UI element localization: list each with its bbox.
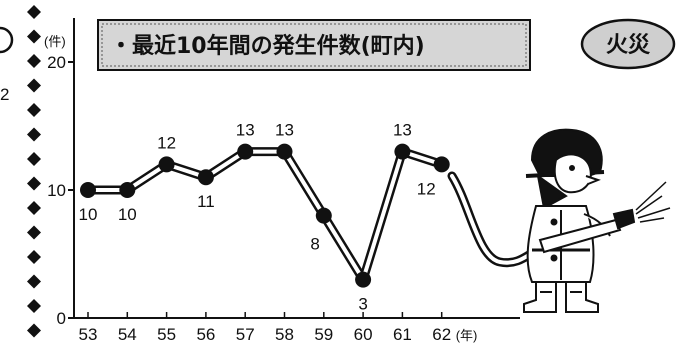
x-tick-label: 54 (118, 325, 137, 344)
data-point (394, 143, 411, 160)
data-point (433, 156, 450, 173)
data-point (237, 143, 254, 160)
diamond-marker-icon (27, 250, 41, 264)
x-tick-label: 62 (432, 325, 451, 344)
left-margin-decor: 2 (0, 26, 14, 104)
data-point (276, 143, 293, 160)
diamond-marker-icon (27, 103, 41, 117)
y-tick-label: 10 (47, 181, 66, 200)
data-label: 12 (157, 133, 176, 152)
x-tick-label: 56 (196, 325, 215, 344)
x-tick-label: 53 (79, 325, 98, 344)
title-banner: ・最近10年間の発生件数(町内) (97, 19, 531, 71)
x-tick-label: 57 (236, 325, 255, 344)
fire-badge: 火災 (580, 18, 676, 70)
data-point (158, 156, 175, 173)
series-line-group (88, 147, 444, 285)
x-tick-label: 55 (157, 325, 176, 344)
data-label: 13 (393, 121, 412, 140)
y-tick-label: 0 (57, 309, 66, 328)
y-axis-unit: (件) (44, 34, 66, 49)
title-box-inner (101, 23, 527, 67)
x-tick-label: 59 (314, 325, 333, 344)
data-label: 11 (197, 192, 215, 211)
data-point (197, 169, 214, 186)
data-label: 12 (417, 179, 436, 198)
axes: (件) (44, 18, 520, 319)
margin-mark-mid: 2 (0, 85, 9, 104)
data-point (315, 207, 332, 224)
diamond-border (27, 5, 41, 338)
x-ticks: 53 54 55 56 57 58 59 60 61 62 (年) (79, 312, 478, 344)
data-label: 13 (236, 121, 255, 140)
diamond-marker-icon (27, 29, 41, 44)
diamond-marker-icon (27, 78, 41, 93)
title-box (97, 19, 531, 71)
diamond-marker-icon (27, 127, 41, 142)
diamond-marker-icon (27, 152, 41, 166)
badge-oval (580, 18, 676, 70)
data-point (80, 182, 96, 198)
data-label: 10 (79, 205, 98, 224)
data-point (119, 182, 136, 198)
x-tick-label: 58 (275, 325, 294, 344)
chart-title: ・最近10年間の発生件数(町内) (110, 33, 425, 59)
diamond-marker-icon (27, 225, 41, 240)
cropped-circle-decor (0, 26, 14, 54)
diamond-marker-icon (27, 274, 41, 289)
y-ticks: 0 10 20 (47, 53, 74, 328)
y-tick-label: 20 (47, 53, 66, 72)
data-labels: 10 10 12 11 13 13 8 3 13 12 (79, 121, 436, 314)
data-point (355, 271, 372, 288)
data-label: 3 (358, 295, 367, 314)
series-line-highlight (88, 149, 443, 282)
x-axis-unit: (年) (456, 328, 478, 343)
data-label: 10 (118, 205, 137, 224)
series-line (88, 147, 444, 285)
firefighter-with-hose-icon (523, 128, 671, 313)
diamond-marker-icon (27, 201, 41, 215)
badge-label: 火災 (606, 32, 651, 58)
data-points (80, 143, 450, 288)
x-tick-label: 61 (393, 325, 412, 344)
data-label: 13 (275, 121, 294, 140)
diamond-marker-icon (27, 323, 41, 338)
data-label: 8 (310, 235, 319, 254)
diamond-marker-icon (27, 299, 41, 313)
diamond-marker-icon (27, 176, 41, 191)
diamond-marker-icon (27, 5, 41, 19)
diamond-marker-icon (27, 54, 41, 68)
x-tick-label: 60 (354, 325, 373, 344)
